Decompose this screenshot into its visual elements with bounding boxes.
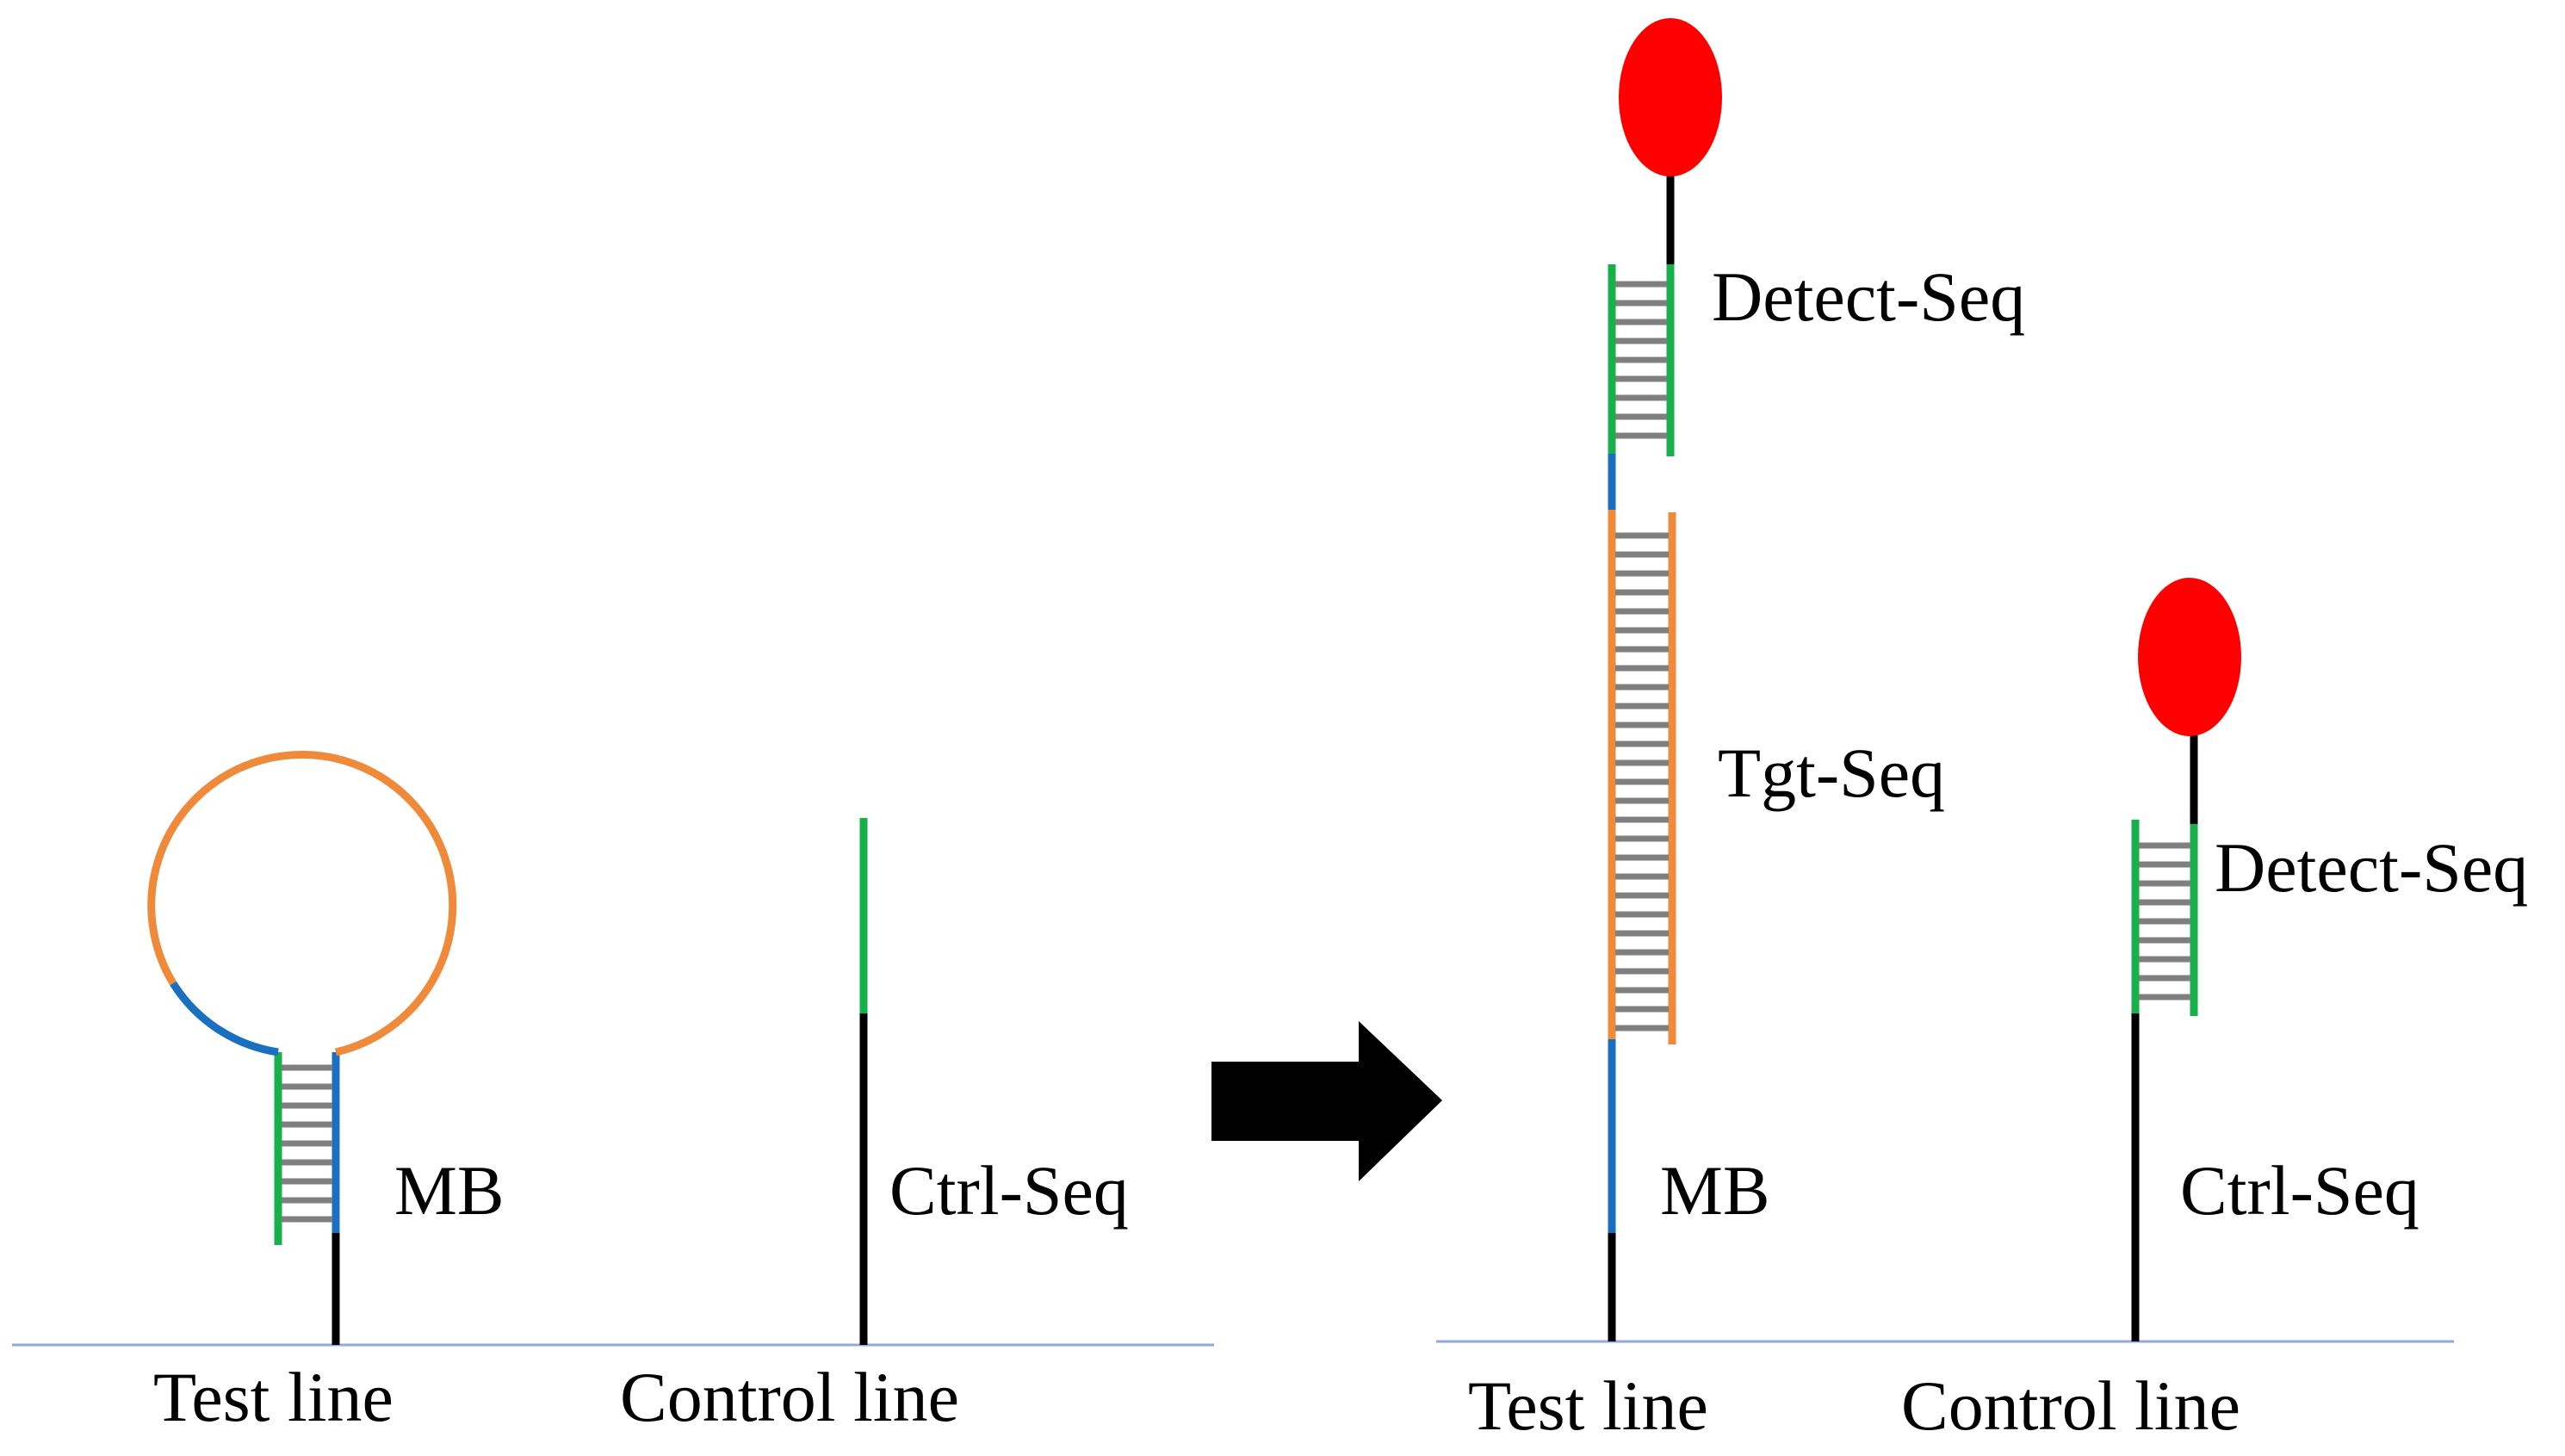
control-line-complex: Detect-Seq Ctrl-Seq: [2131, 578, 2528, 1341]
detect-seq-label-test: Detect-Seq: [1712, 257, 2025, 336]
cl-gold-nanoparticle: [2138, 578, 2241, 736]
mb-loop-blue-segment: [170, 981, 279, 1056]
tgt-seq-label: Tgt-Seq: [1718, 734, 1945, 812]
detect-seq-label-control: Detect-Seq: [2215, 828, 2528, 907]
tl-gold-nanoparticle: [1619, 18, 1722, 177]
cl-detect-rungs: [2139, 842, 2190, 1001]
mb-loop-orange: [147, 751, 457, 1056]
ctrl-seq-label-left: Ctrl-Seq: [889, 1151, 1129, 1230]
right-panel: Detect-Seq Tgt-Seq MB Detect-Seq: [1436, 18, 2528, 1445]
molecular-beacon-hairpin: MB: [147, 751, 505, 1345]
mb-stem-rungs: [282, 1064, 332, 1223]
mb-label-right: MB: [1660, 1151, 1770, 1230]
test-line-label-right: Test line: [1468, 1366, 1708, 1445]
test-line-complex: Detect-Seq Tgt-Seq MB: [1608, 18, 2025, 1341]
right-arrow-icon: [1211, 1021, 1442, 1181]
tl-detect-rungs: [1615, 281, 1667, 439]
mb-label-left: MB: [394, 1151, 505, 1230]
ctrl-seq-label-right: Ctrl-Seq: [2180, 1151, 2419, 1230]
test-line-label-left: Test line: [153, 1358, 393, 1436]
control-sequence-left: Ctrl-Seq: [859, 818, 1129, 1345]
control-line-label-right: Control line: [1901, 1366, 2240, 1445]
left-panel: MB Ctrl-Seq Test line Control line: [12, 751, 1214, 1436]
control-line-label-left: Control line: [620, 1358, 959, 1436]
tl-target-rungs: [1615, 532, 1669, 1032]
